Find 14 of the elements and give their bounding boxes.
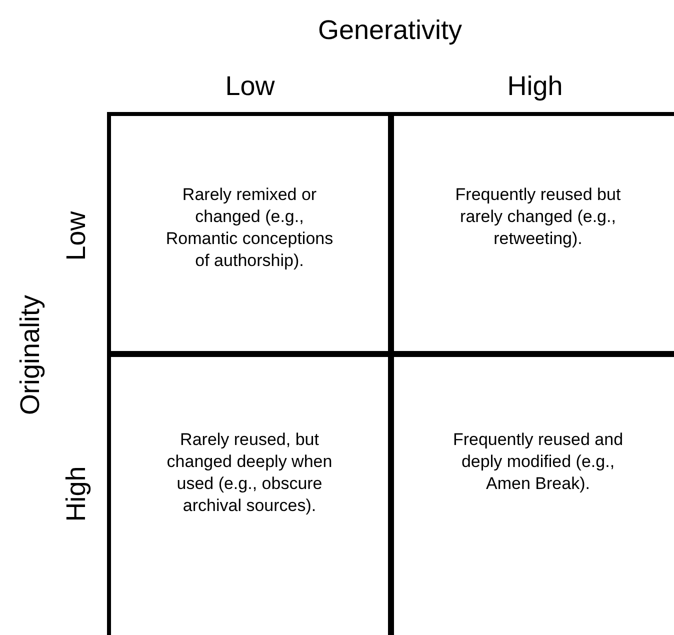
row-header: Low [61,211,91,261]
row-header: High [61,466,91,522]
column-header: High [507,71,563,101]
matrix-cell [391,354,674,635]
cell-text: Frequently reused but rarely changed (e.g., retweeting). [454,184,622,250]
axis-title: Originality [15,294,45,416]
cell-text: Rarely remixed or changed (e.g., Romantic conceptions of authorship). [164,184,334,272]
column-header: Low [225,71,275,101]
matrix-cell [107,354,391,635]
matrix-cell [107,112,391,354]
matrix-cell [391,112,674,354]
cell-text: Frequently reused and deply modified (e.g., Amen Break). [452,429,624,495]
axis-title: Generativity [318,15,462,45]
cell-text: Rarely reused, but changed deeply when used (e.g., obscure archival sources). [166,429,334,517]
